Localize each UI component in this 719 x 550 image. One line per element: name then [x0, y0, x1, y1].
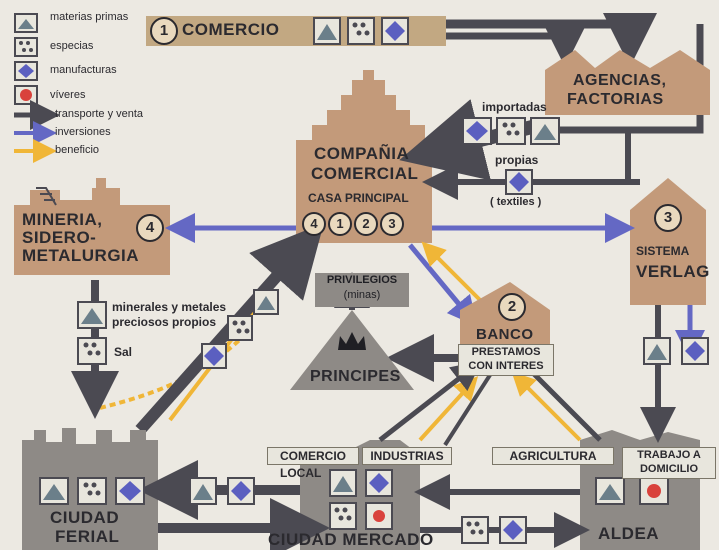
compania-num-2: 2	[354, 212, 378, 236]
textiles-label: ( textiles )	[490, 196, 542, 208]
importadas-goods	[462, 117, 560, 145]
benefit-from-mercado	[418, 376, 479, 442]
privilegios-box: PRIVILEGIOS (minas)	[315, 273, 409, 307]
benefit-from-aldea	[511, 371, 582, 442]
importadas-label: importadas	[482, 100, 547, 114]
ciudad-mercado-label: CIUDAD MERCADO	[268, 530, 434, 549]
propias-goods	[505, 169, 533, 195]
legend-especias: especias	[50, 40, 94, 52]
mineria-line1: MINERIA,	[22, 210, 103, 229]
crown-icon	[338, 332, 366, 350]
legend-inversiones: inversiones	[55, 126, 111, 138]
legend-manufacturas: manufacturas	[50, 64, 117, 76]
legend-beneficio: beneficio	[55, 144, 100, 156]
ciudad-ferial-line2: FERIAL	[55, 527, 120, 546]
transport-mercado-banco	[378, 360, 482, 442]
mineria-ladder	[36, 187, 57, 206]
trabajo-line2: DOMICILIO	[639, 463, 699, 475]
legend-materias-primas: materias primas	[50, 11, 129, 23]
transport-top-right	[446, 13, 657, 67]
casa-principal-label: CASA PRINCIPAL	[308, 191, 409, 205]
mercado-goods	[329, 469, 393, 530]
legend-viveres: víveres	[50, 89, 86, 101]
compania-num-4: 4	[302, 212, 326, 236]
comercio-local-line2: LOCAL	[280, 466, 322, 480]
bottom-right-goods	[461, 516, 527, 544]
agricultura-box: AGRICULTURA	[492, 447, 614, 465]
transport-agencias-loop	[560, 24, 704, 134]
bottom-left-goods	[189, 477, 255, 505]
ciudad-ferial-line1: CIUDAD	[50, 508, 120, 527]
minerales-line2: preciosos propios	[112, 315, 217, 329]
transport-aldea-banco	[528, 368, 602, 442]
sistema-building	[630, 178, 706, 305]
mineria-goods	[77, 301, 107, 365]
sistema-number: 3	[654, 204, 682, 232]
principes-label: PRINCIPES	[310, 368, 401, 385]
invest-to-banco	[408, 243, 478, 327]
sal-label: Sal	[114, 345, 133, 359]
mineria-building	[14, 188, 170, 275]
transport-top-right2	[446, 25, 586, 67]
agencias-building	[545, 50, 710, 115]
comercio-local-box: COMERCIO	[267, 447, 359, 465]
diagonal-goods	[201, 289, 279, 369]
compania-num-3: 3	[380, 212, 404, 236]
prestamos-line1: PRESTAMOS	[471, 346, 541, 358]
sistema-line1: SISTEMA	[636, 244, 690, 258]
transport-industrias-banco	[443, 373, 492, 447]
privilegios-line2: (minas)	[343, 289, 381, 301]
compania-building	[296, 70, 432, 243]
benefit-to-compania2	[421, 241, 482, 302]
industrias-box: INDUSTRIAS	[362, 447, 452, 465]
compania-num-1: 1	[328, 212, 352, 236]
compania-line2: COMERCIAL	[311, 164, 419, 183]
sistema-goods	[643, 337, 709, 365]
mineria-line3: METALURGIA	[22, 246, 140, 265]
banco-number: 2	[498, 293, 526, 321]
mineria-line2: SIDERO-	[22, 228, 97, 247]
comercio-local-line1: COMERCIO	[280, 449, 346, 463]
legend-transporte: transporte y venta	[55, 108, 144, 120]
comercio-label: COMERCIO	[182, 20, 280, 39]
trabajo-line1: TRABAJO A	[637, 449, 701, 461]
privilegios-line1: PRIVILEGIOS	[326, 274, 398, 286]
banco-label: BANCO	[476, 326, 534, 343]
agencias-line2: FACTORIAS	[567, 91, 664, 108]
prestamos-box: PRESTAMOS CON INTERES	[458, 344, 554, 376]
ferial-goods	[39, 477, 145, 505]
minerales-line1: minerales y metales	[112, 300, 227, 314]
agencias-line1: AGENCIAS,	[573, 72, 667, 89]
trabajo-box: TRABAJO A DOMICILIO	[622, 447, 716, 479]
transport-ferial-compania	[135, 223, 324, 434]
aldea-label: ALDEA	[598, 524, 660, 543]
aldea-goods	[595, 477, 669, 505]
mineria-number: 4	[136, 214, 164, 242]
comercio-number: 1	[150, 17, 178, 45]
propias-label: propias	[495, 153, 539, 167]
comercio-goods	[313, 17, 409, 45]
sistema-line2: VERLAG	[636, 262, 710, 281]
compania-line1: COMPAÑIA	[314, 144, 410, 163]
prestamos-line2: CON INTERES	[468, 360, 544, 372]
legend-symbols	[14, 13, 60, 163]
